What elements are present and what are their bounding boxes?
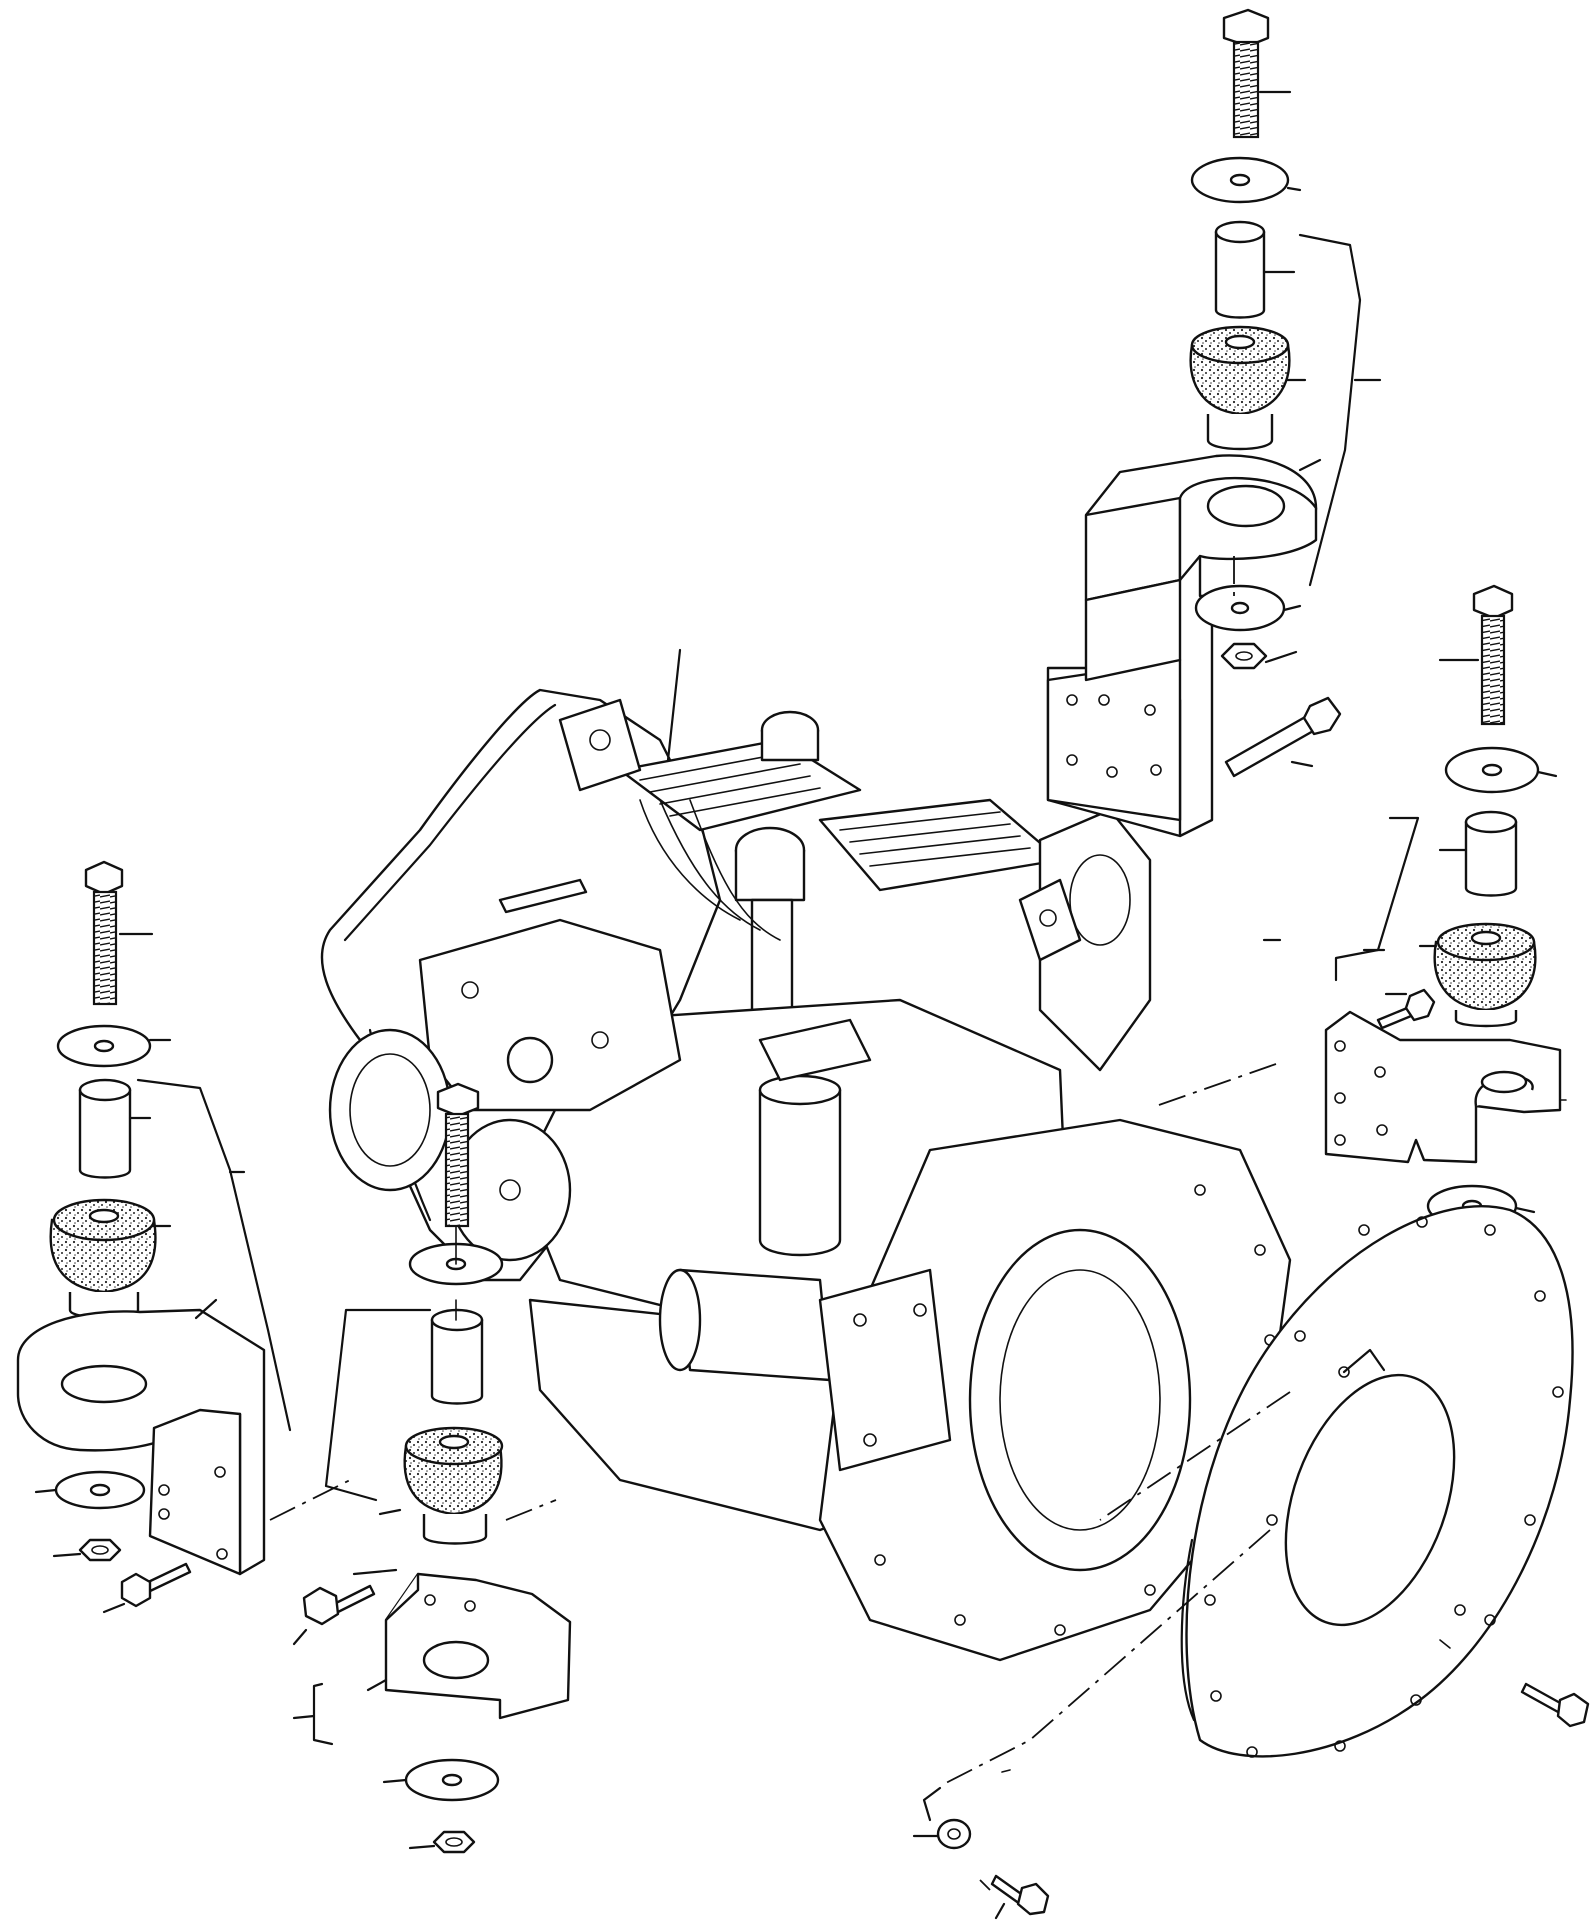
spacer-sleeve [78,1078,132,1179]
bolt [1376,988,1436,1030]
rubber-mount [49,1198,157,1319]
mount-stack-right [1155,584,1567,1280]
bolt [84,860,124,1006]
engine-block [320,688,1292,1662]
bolt [990,1874,1050,1916]
mount-stack-top-right [1046,8,1382,838]
nut [432,1830,476,1854]
bolt [1222,8,1270,139]
engine-bracket [384,1572,572,1720]
washer [56,1024,152,1068]
bolt [120,1562,192,1608]
engine-bracket [16,1308,266,1576]
rubber-mount [403,1426,504,1545]
mount-stack-left [16,860,351,1614]
spacer-sleeve [1464,810,1518,897]
mount-stack-center [292,1082,572,1854]
rubber-mount [1189,325,1291,451]
bolt [436,1082,480,1228]
engine-bracket [1324,1010,1567,1164]
bolt [1520,1682,1590,1728]
spacer-sleeve [430,1308,484,1405]
nut [78,1538,122,1562]
washer [1444,746,1540,794]
washer [404,1758,500,1802]
washer [54,1470,146,1510]
bolt [1224,696,1342,778]
nut [1220,642,1268,670]
plate-bolt-holes [1204,1216,1564,1758]
flywheel-adapter-plate [1099,1205,1574,1758]
engine-bracket [1046,454,1318,838]
leader-line [666,648,682,762]
bolt [302,1584,376,1626]
washer [1190,156,1290,204]
bolt [1472,584,1514,726]
washer [1194,584,1286,632]
washer [936,1818,972,1850]
spacer-sleeve [1214,220,1266,319]
rubber-mount [1433,922,1537,1028]
